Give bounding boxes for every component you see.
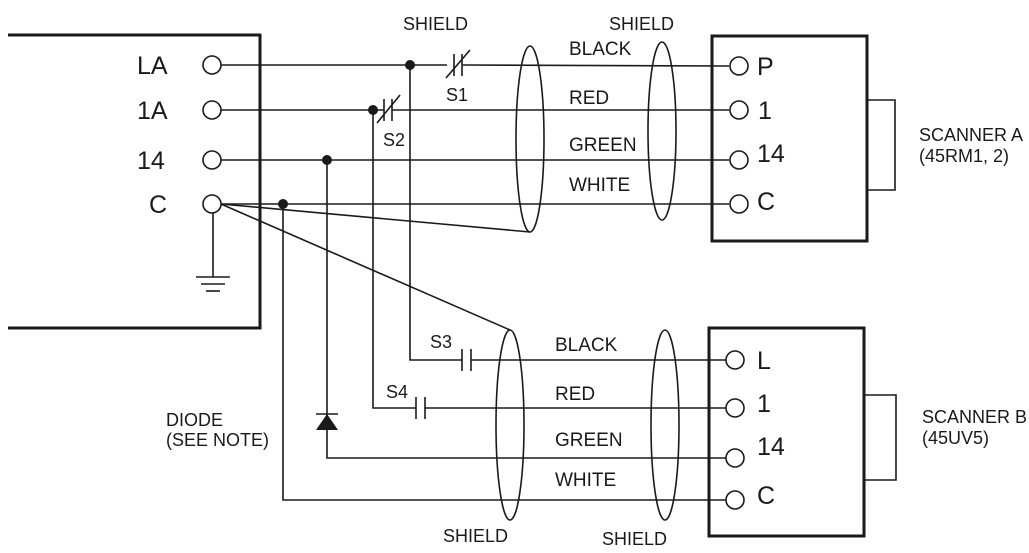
terminal-label-la: LA bbox=[137, 52, 168, 80]
scanner-a-terminals bbox=[729, 56, 749, 214]
scanner-b-terminals bbox=[725, 350, 745, 510]
scanner-a-title: SCANNER A bbox=[919, 125, 1023, 145]
scanner-b-terminal-1: 1 bbox=[757, 390, 771, 418]
diode-note: (SEE NOTE) bbox=[166, 430, 269, 450]
wire-label-b-black: BLACK bbox=[555, 335, 618, 356]
scanner-b-terminal-l: L bbox=[757, 347, 771, 375]
shield-label-b-right: SHIELD bbox=[602, 529, 667, 549]
scanner-a-terminal-p: P bbox=[757, 53, 774, 81]
switch-label-s1: S1 bbox=[446, 85, 468, 105]
scanner-a-terminal-14: 14 bbox=[757, 140, 785, 168]
diode-label: DIODE bbox=[166, 410, 223, 430]
scanner-a-model: (45RM1, 2) bbox=[919, 146, 1009, 166]
wire-label-a-black: BLACK bbox=[569, 39, 632, 60]
switch-label-s3: S3 bbox=[430, 332, 452, 352]
wire-label-a-green: GREEN bbox=[569, 135, 637, 156]
wire-label-b-green: GREEN bbox=[555, 430, 623, 451]
shield-label-b-left: SHIELD bbox=[443, 526, 508, 546]
diode-symbol bbox=[316, 413, 338, 430]
wire-label-a-white: WHITE bbox=[569, 175, 630, 196]
terminal-label-c: C bbox=[149, 191, 167, 219]
scanner-b-model: (45UV5) bbox=[922, 428, 989, 448]
terminal-label-14: 14 bbox=[137, 147, 165, 175]
scanner-b-terminal-14: 14 bbox=[757, 433, 785, 461]
scanner-b-title: SCANNER B bbox=[922, 407, 1027, 427]
shield-label-a-right: SHIELD bbox=[609, 14, 674, 34]
wire-label-b-red: RED bbox=[555, 384, 595, 405]
wire-label-a-red: RED bbox=[569, 88, 609, 109]
switch-label-s2: S2 bbox=[383, 130, 405, 150]
terminal-label-1a: 1A bbox=[137, 97, 168, 125]
ground-symbol bbox=[196, 212, 230, 292]
scanner-a-box bbox=[710, 34, 896, 243]
wires-scanner-b bbox=[220, 65, 726, 501]
wires-scanner-a bbox=[221, 49, 730, 205]
shield-label-a-left: SHIELD bbox=[403, 14, 468, 34]
scanner-b-box bbox=[707, 326, 897, 538]
controller-terminals bbox=[202, 55, 222, 214]
scanner-b-terminal-c: C bbox=[757, 482, 775, 510]
scanner-a-terminal-c: C bbox=[757, 188, 775, 216]
wire-label-b-white: WHITE bbox=[555, 470, 616, 491]
switch-label-s4: S4 bbox=[386, 382, 408, 402]
cable-shields bbox=[495, 41, 680, 521]
controller-box bbox=[8, 33, 262, 330]
junction-dots bbox=[278, 60, 415, 209]
scanner-a-terminal-1: 1 bbox=[758, 97, 772, 125]
